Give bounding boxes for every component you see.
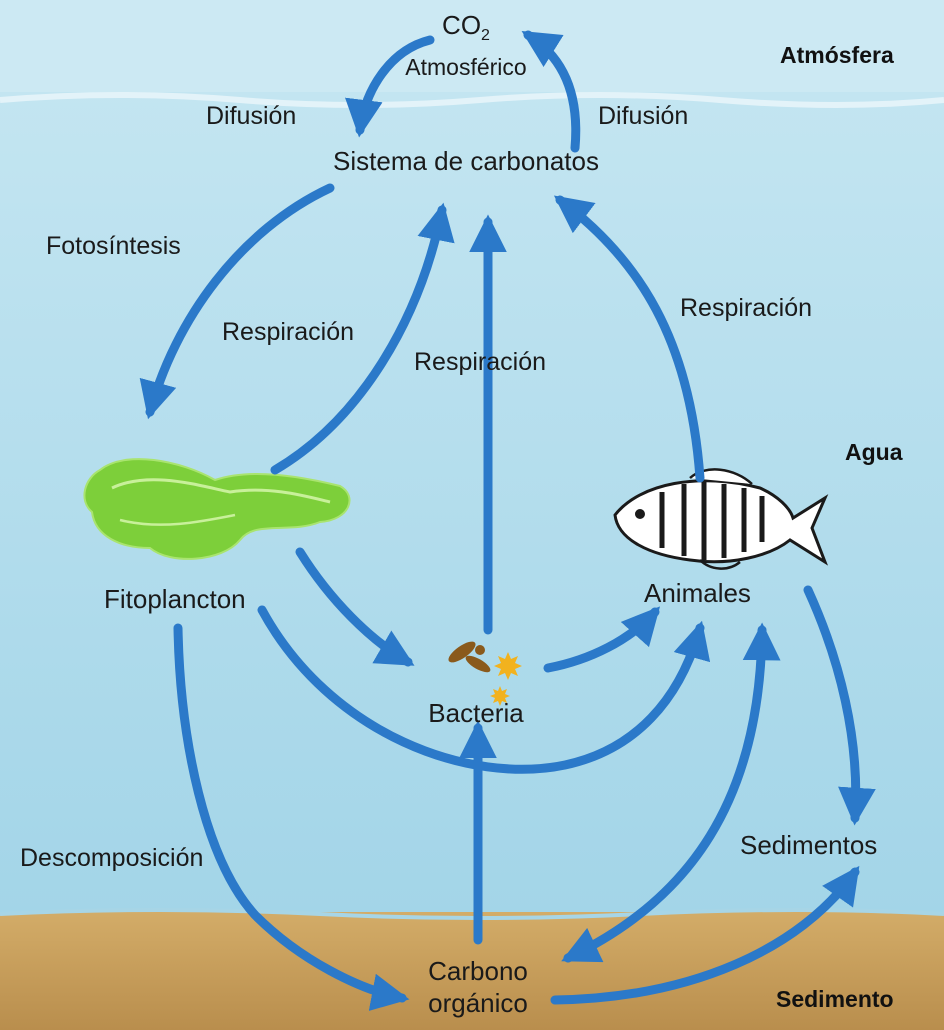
node-organic-carbon-line2: orgánico bbox=[428, 990, 528, 1016]
node-carbonates: Sistema de carbonatos bbox=[333, 148, 599, 174]
label-respiration-animals: Respiración bbox=[680, 296, 812, 321]
co2-formula: CO bbox=[442, 10, 481, 40]
node-animals: Animales bbox=[644, 580, 751, 606]
node-bacteria: Bacteria bbox=[428, 700, 523, 726]
label-decomposition: Descomposición bbox=[20, 846, 203, 871]
label-diffusion-right: Difusión bbox=[598, 104, 688, 129]
zone-label-sediment: Sedimento bbox=[776, 988, 894, 1011]
node-co2-label: Atmosférico bbox=[405, 56, 526, 79]
zone-label-atmosphere: Atmósfera bbox=[780, 44, 894, 67]
label-photosynthesis: Fotosíntesis bbox=[46, 234, 181, 259]
node-co2: CO2 bbox=[442, 12, 490, 44]
co2-subscript: 2 bbox=[481, 27, 490, 44]
label-diffusion-left: Difusión bbox=[206, 104, 296, 129]
label-respiration-phyto: Respiración bbox=[222, 320, 354, 345]
node-phytoplankton: Fitoplancton bbox=[104, 586, 246, 612]
node-sediments: Sedimentos bbox=[740, 832, 877, 858]
node-organic-carbon-line1: Carbono bbox=[428, 958, 528, 984]
label-respiration-bacteria: Respiración bbox=[414, 350, 546, 375]
zone-label-water: Agua bbox=[845, 441, 903, 464]
